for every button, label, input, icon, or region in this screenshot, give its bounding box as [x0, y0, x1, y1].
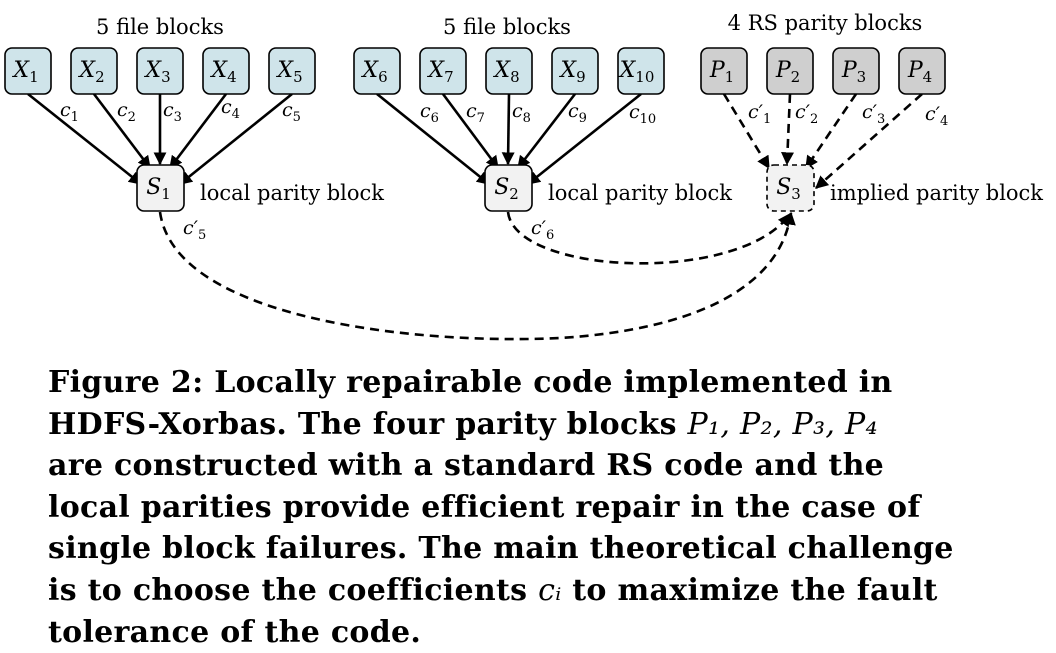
caption-line-4: local parities provide efficient repair … — [48, 487, 1008, 529]
edge-7 — [441, 93, 500, 170]
block-label-p3: P3 — [841, 58, 866, 86]
group-title-2: 5 file blocks — [443, 15, 571, 39]
edge-10 — [526, 92, 642, 186]
figure-caption: Figure 2: Locally repairable code implem… — [48, 362, 1008, 653]
block-label-p4: P4 — [907, 58, 932, 86]
block-x9 — [551, 47, 599, 95]
edge-9 — [516, 93, 577, 170]
caption-text: are constructed with a standard RS code … — [48, 448, 885, 484]
block-x1 — [4, 47, 52, 95]
block-label-x6: X6 — [360, 58, 387, 86]
block-x10 — [617, 47, 665, 95]
caption-text: single block failures. The main theoreti… — [48, 531, 954, 567]
block-label-x4: X4 — [209, 58, 236, 86]
caption-text: tolerance of the code. — [48, 614, 422, 650]
caption-line-5: single block failures. The main theoreti… — [48, 528, 1008, 570]
edge-13 — [804, 93, 858, 170]
edge-s1-to-s3 — [158, 211, 796, 341]
block-label-x1: X1 — [11, 58, 38, 86]
edge-12 — [781, 93, 794, 166]
parity-caption-1: local parity block — [200, 181, 384, 205]
coefficient-c2: c2 — [117, 99, 136, 125]
caption-line-1: Figure 2: Locally repairable code implem… — [48, 362, 1008, 404]
parity-label-s2: S2 — [494, 175, 519, 203]
coefficient-c4: c4 — [221, 96, 240, 122]
block-label-p2: P2 — [775, 58, 800, 86]
parity-s3 — [766, 164, 815, 212]
block-label-x8: X8 — [492, 58, 519, 86]
coefficient-c5: c5 — [282, 99, 301, 125]
caption-math: P₁, P₂, P₃, P₄ — [687, 406, 878, 442]
caption-line-2: HDFS-Xorbas. The four parity blocks P₁, … — [48, 404, 1008, 446]
coefficient-cprime5: c′5 — [183, 217, 206, 243]
caption-line-7: tolerance of the code. — [48, 612, 1008, 653]
coefficient-c9: c9 — [568, 100, 587, 126]
coefficient-c6: c6 — [420, 100, 439, 126]
edge-14 — [815, 93, 923, 189]
edge-2 — [92, 93, 152, 170]
group-title-3: 4 RS parity blocks — [728, 11, 923, 35]
coefficient-c3: c3 — [163, 99, 182, 125]
coefficient-c7: c7 — [466, 100, 485, 126]
coefficient-cprime4: c′4 — [925, 103, 948, 129]
coefficient-c1: c1 — [60, 99, 79, 125]
block-label-x5: X5 — [275, 58, 302, 86]
block-label-x9: X9 — [558, 58, 585, 86]
caption-text: is to choose the coefficients — [48, 572, 539, 608]
coefficient-c8: c8 — [512, 100, 531, 126]
block-x6 — [353, 47, 401, 95]
caption-text: HDFS-Xorbas. The four parity blocks — [48, 406, 688, 442]
caption-line-6: is to choose the coefficients cᵢ to maxi… — [48, 570, 1008, 612]
edge-8 — [501, 93, 515, 166]
edge-1 — [27, 92, 143, 186]
parity-label-s3: S3 — [776, 175, 801, 203]
lrc-diagram: 5 file blocks 5 file blocks 4 RS parity bl… — [4, 11, 1043, 341]
caption-text: Figure 2: Locally repairable code implem… — [48, 365, 893, 400]
block-label-x10: X10 — [618, 58, 655, 86]
block-x8 — [485, 47, 533, 95]
block-label-p1: P1 — [709, 58, 734, 86]
coefficient-cprime1: c′1 — [748, 101, 771, 127]
caption-line-3: are constructed with a standard RS code … — [48, 445, 1008, 487]
block-x3 — [136, 47, 184, 95]
coefficient-c10: c10 — [629, 101, 656, 127]
caption-text: to maximize the fault — [561, 572, 938, 608]
block-x2 — [70, 47, 118, 95]
edge-4 — [168, 93, 228, 170]
parity-s1 — [136, 164, 185, 212]
block-p3 — [832, 47, 880, 95]
block-label-x7: X7 — [426, 58, 453, 86]
coefficient-cprime2: c′2 — [795, 101, 818, 127]
coefficient-cprime3: c′3 — [862, 101, 885, 127]
parity-caption-3: implied parity block — [830, 181, 1043, 205]
parity-s2 — [484, 164, 533, 212]
block-p4 — [898, 47, 946, 95]
group-title-1: 5 file blocks — [96, 15, 224, 39]
caption-text: local parities provide efficient repair … — [48, 489, 921, 525]
block-x7 — [419, 47, 467, 95]
edge-5 — [178, 92, 293, 186]
block-x5 — [268, 47, 316, 95]
coefficient-cprime6: c′6 — [531, 217, 554, 243]
block-x4 — [202, 47, 250, 95]
edge-s2-to-s3 — [506, 211, 792, 265]
block-p2 — [766, 47, 814, 95]
parity-label-s1: S1 — [146, 175, 171, 203]
parity-caption-2: local parity block — [548, 181, 732, 205]
block-label-x2: X2 — [77, 58, 104, 86]
caption-math: cᵢ — [538, 572, 562, 608]
block-label-x3: X3 — [143, 58, 170, 86]
edge-6 — [376, 92, 491, 186]
block-p1 — [700, 47, 748, 95]
